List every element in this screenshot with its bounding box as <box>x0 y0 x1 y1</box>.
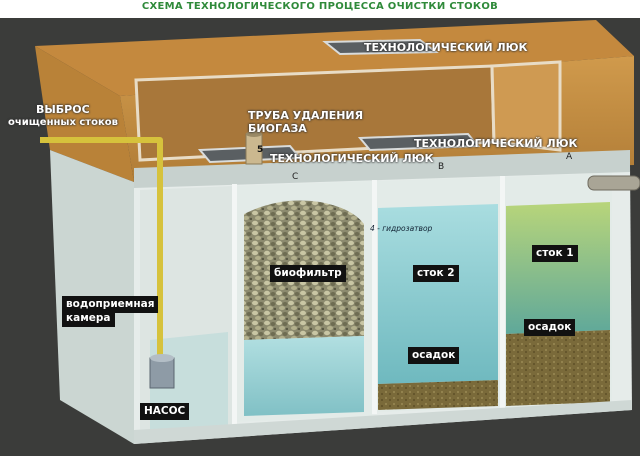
letter-c: С <box>292 172 299 182</box>
biogas-label-line2: БИОГАЗА <box>248 122 307 135</box>
discharge-label-line2: очищенных стоков <box>8 117 118 128</box>
intake-label-line2: камера <box>62 310 115 327</box>
hatch-left-label: ТЕХНОЛОГИЧЕСКИЙ ЛЮК <box>270 152 434 165</box>
intake-label-line1: водоприемная <box>62 296 159 313</box>
osadok-middle-label: осадок <box>408 347 460 364</box>
wall-c <box>232 184 237 430</box>
pump-top <box>150 354 174 362</box>
biogas-label-line1: ТРУБА УДАЛЕНИЯ <box>248 109 364 122</box>
letter-a: А <box>566 152 573 162</box>
soil-left-front <box>35 46 134 182</box>
diagram-title: СХЕМА ТЕХНОЛОГИЧЕСКОГО ПРОЦЕССА ОЧИСТКИ … <box>141 1 499 12</box>
stok1-label: сток 1 <box>532 245 578 262</box>
letter-b: В <box>438 162 445 172</box>
inlet-pipe <box>587 175 640 191</box>
osadok-right-label: осадок <box>524 319 576 336</box>
hatch-top-shape <box>322 38 439 56</box>
hatch-top-label: ТЕХНОЛОГИЧЕСКИЙ ЛЮК <box>364 41 528 54</box>
hatch-right-label: ТЕХНОЛОГИЧЕСКИЙ ЛЮК <box>414 137 578 150</box>
ceiling-slab <box>134 150 630 188</box>
pipe-number: 5 <box>257 145 264 155</box>
tank-bottom <box>134 400 632 444</box>
stok1-sludge <box>506 330 610 406</box>
wall-b <box>372 180 377 414</box>
stok2-sludge <box>378 380 498 410</box>
soil-cavity-right <box>490 60 562 152</box>
discharge-pipe <box>40 137 163 360</box>
biofilter-water <box>244 336 364 416</box>
pump-label: НАСОС <box>140 403 190 420</box>
wall-a <box>500 176 505 410</box>
discharge-label-line1: ВЫБРОС <box>36 103 90 116</box>
pump-body <box>149 357 175 389</box>
stok1-water <box>506 202 610 334</box>
hatch-right-shape <box>357 132 481 152</box>
biogas-pipe-top <box>246 131 262 137</box>
biofilter-label: биофильтр <box>270 265 346 282</box>
water-seal-label: 4 - гидрозатвор <box>370 224 433 233</box>
stok2-label: сток 2 <box>413 265 459 282</box>
stok2-water <box>378 204 498 384</box>
